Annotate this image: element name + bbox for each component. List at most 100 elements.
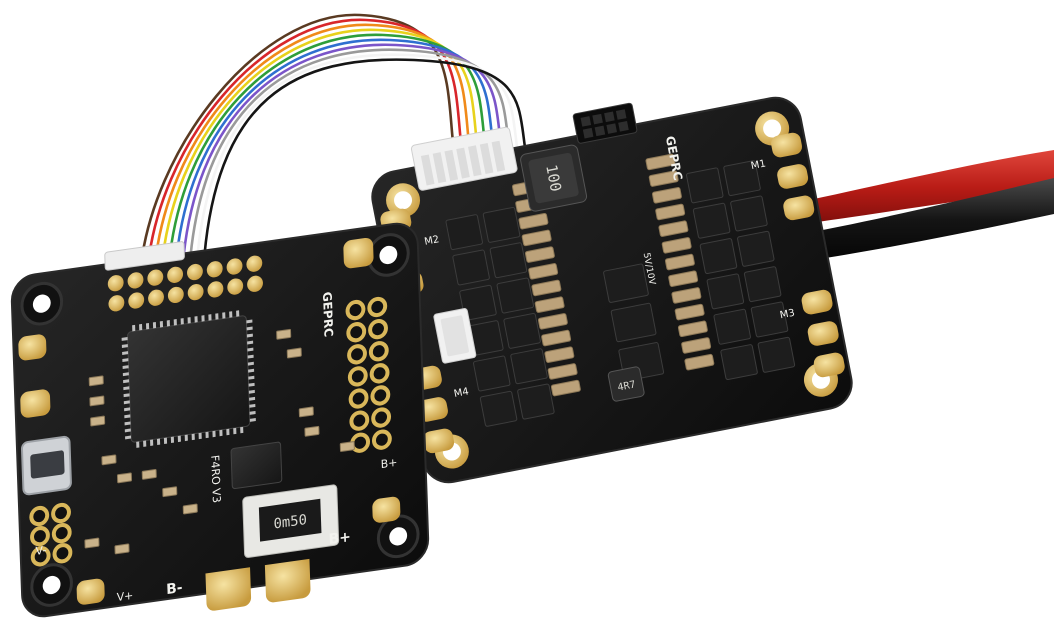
mcu-pin — [248, 389, 255, 394]
smd-component — [339, 441, 355, 452]
capacitor — [684, 353, 715, 371]
mcu-pin — [122, 365, 129, 370]
smd-component — [276, 328, 292, 340]
signal-wire — [166, 33, 489, 277]
mcu-pin — [132, 324, 136, 332]
fc-board-label: F4RO V3 — [208, 454, 223, 504]
esc-mosfet-array — [445, 160, 796, 427]
mosfet — [720, 344, 758, 381]
capacitor — [658, 220, 689, 237]
mcu-pin — [163, 437, 168, 445]
fc-through-hole-pad — [368, 341, 389, 362]
mcu-pin — [246, 319, 253, 324]
mcu-pin — [215, 313, 219, 320]
red-power-wire — [785, 150, 1054, 225]
mcu-pin — [248, 368, 255, 373]
smd-component — [90, 415, 106, 427]
mcu-pin — [233, 427, 237, 435]
fc-through-hole-pad — [187, 284, 204, 301]
fc-through-hole-pad — [206, 261, 223, 278]
mcu-pin — [187, 317, 191, 324]
esc-small-inductor: 4R7 — [607, 366, 645, 402]
fc-through-hole-pad — [227, 278, 244, 295]
fc-through-hole-pad — [30, 546, 51, 567]
mcu-pin — [156, 438, 161, 445]
signal-wire — [145, 18, 465, 277]
fc-through-hole-pad — [226, 258, 243, 275]
smd-component — [298, 406, 314, 418]
fc-through-hole-pad — [127, 272, 144, 289]
fc-through-hole-pad — [370, 385, 391, 406]
fc-through-hole-pad — [348, 388, 369, 409]
fc-smd-components — [84, 328, 355, 555]
mcu-pin — [205, 431, 209, 439]
fc-through-hole-pad — [345, 299, 366, 321]
mcu-pin — [122, 372, 129, 377]
mcu-pin — [159, 320, 164, 328]
mcu-pin — [123, 379, 130, 384]
fc-through-hole-pad — [107, 275, 124, 292]
fc-through-hole-pad — [368, 318, 388, 340]
fc-current-sensor: 0m50 — [242, 484, 340, 558]
capacitor — [544, 346, 575, 363]
mcu-pin — [249, 396, 256, 401]
mosfet — [743, 266, 782, 303]
signal-wire — [194, 53, 521, 277]
mosfet — [713, 308, 751, 345]
esc-side-connector — [433, 308, 477, 364]
signal-wire — [152, 23, 473, 277]
capacitor — [681, 337, 712, 354]
mosfet — [479, 390, 518, 427]
mcu-pin — [249, 410, 256, 415]
mcu-pin — [194, 316, 198, 323]
signal-wire-bundle — [138, 13, 529, 277]
fc-through-hole-pad — [347, 344, 367, 365]
mcu-pin — [246, 333, 253, 338]
fc-through-hole-pad — [247, 275, 263, 292]
fc-brand-mark: GEPRC — [320, 291, 335, 338]
mcu-pin — [124, 421, 131, 426]
mosfet — [699, 238, 738, 274]
mosfet — [692, 202, 731, 239]
esc-jst-connector — [410, 126, 518, 191]
capacitor — [664, 253, 695, 271]
esc-header-connector — [572, 102, 638, 144]
esc-motor-pad — [777, 164, 809, 189]
esc-motor-pad — [423, 428, 455, 454]
fc-label-batt-minus: B- — [166, 580, 183, 598]
fc-through-hole-pad — [187, 263, 203, 281]
mcu-pin — [170, 436, 175, 444]
capacitor — [674, 303, 705, 321]
mosfet — [459, 284, 497, 321]
mosfet — [757, 336, 796, 373]
fc-battery-pads — [205, 558, 311, 611]
capacitor — [531, 279, 562, 297]
capacitor — [521, 229, 552, 247]
smd-component — [141, 469, 157, 480]
capacitor — [655, 203, 686, 221]
esc-motor-pad — [771, 132, 802, 158]
mcu-pin — [124, 428, 131, 433]
mcu-pin — [201, 315, 205, 322]
mosfet — [730, 195, 768, 232]
mosfet — [496, 277, 535, 314]
mcu-pin — [136, 441, 140, 448]
mcu-pin — [208, 314, 212, 321]
smd-component — [84, 537, 100, 549]
mcu-pin — [247, 361, 254, 366]
driver-chip — [610, 302, 657, 343]
capacitor — [547, 363, 578, 380]
fc-label-batt-plus: B+ — [328, 529, 351, 548]
esc-inductor: 100 — [520, 144, 588, 212]
signal-wire — [187, 48, 513, 277]
small-inductor-marking: 4R7 — [617, 379, 637, 393]
smd-component — [114, 543, 130, 555]
fc-through-hole-pad — [371, 429, 392, 450]
esc-motor-pad — [807, 321, 839, 346]
fc-wire-connector — [104, 241, 185, 271]
signal-wire — [159, 28, 481, 277]
fc-through-hole-pad — [246, 255, 263, 272]
fc-side-pad — [76, 578, 105, 605]
smd-component — [101, 454, 117, 466]
esc-motor-pad — [813, 352, 845, 378]
